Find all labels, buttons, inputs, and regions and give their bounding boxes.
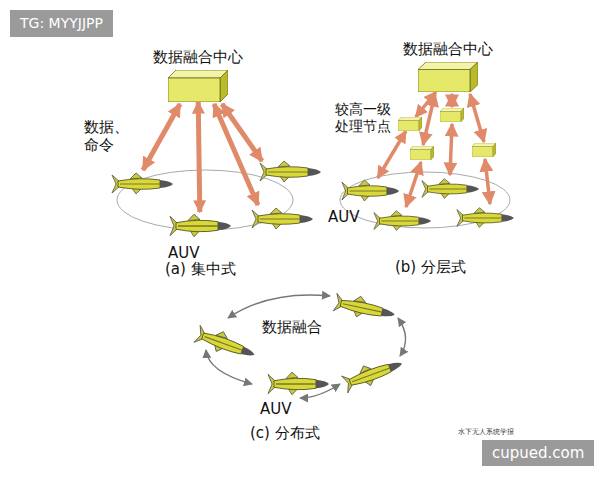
watermark: TG: MYYJJPP	[10, 10, 113, 37]
node-label: 数据融合中心	[403, 40, 493, 58]
auv-label: AUV	[260, 400, 292, 418]
node-label: 较高一级处理节点	[335, 101, 392, 135]
box-icon	[398, 117, 422, 131]
subfigure-caption: (c) 分布式	[250, 424, 320, 442]
double-arrow	[416, 92, 436, 117]
fusion-center-box: 数据融合中心	[418, 62, 478, 92]
auv-node: AUV	[168, 212, 232, 240]
double-arrow	[378, 131, 406, 178]
processing-node: 较高一级处理节点	[398, 117, 422, 131]
box-icon	[418, 62, 478, 92]
subfigure-caption: (b) 分层式	[395, 258, 466, 276]
fusion-center-box: 数据融合中心	[168, 70, 228, 102]
auv-icon	[340, 178, 400, 204]
box-icon	[168, 70, 228, 102]
auv-node: AUV	[340, 178, 400, 204]
source-note: 水下无人系统学报	[458, 428, 514, 436]
auv-node: AUV	[266, 370, 330, 398]
auv-icon	[168, 212, 232, 240]
double-arrow	[198, 102, 200, 212]
node-label: 数据融合中心	[153, 48, 243, 66]
auv-icon	[266, 370, 330, 398]
subfigure-caption: (a) 集中式	[165, 260, 236, 278]
diagram-note: 数据融合	[262, 318, 322, 336]
watermark: cupued.com	[482, 440, 594, 466]
arrow-label: 数据、命令	[84, 118, 134, 154]
auv-label: AUV	[168, 244, 200, 262]
auv-label: AUV	[328, 208, 360, 226]
